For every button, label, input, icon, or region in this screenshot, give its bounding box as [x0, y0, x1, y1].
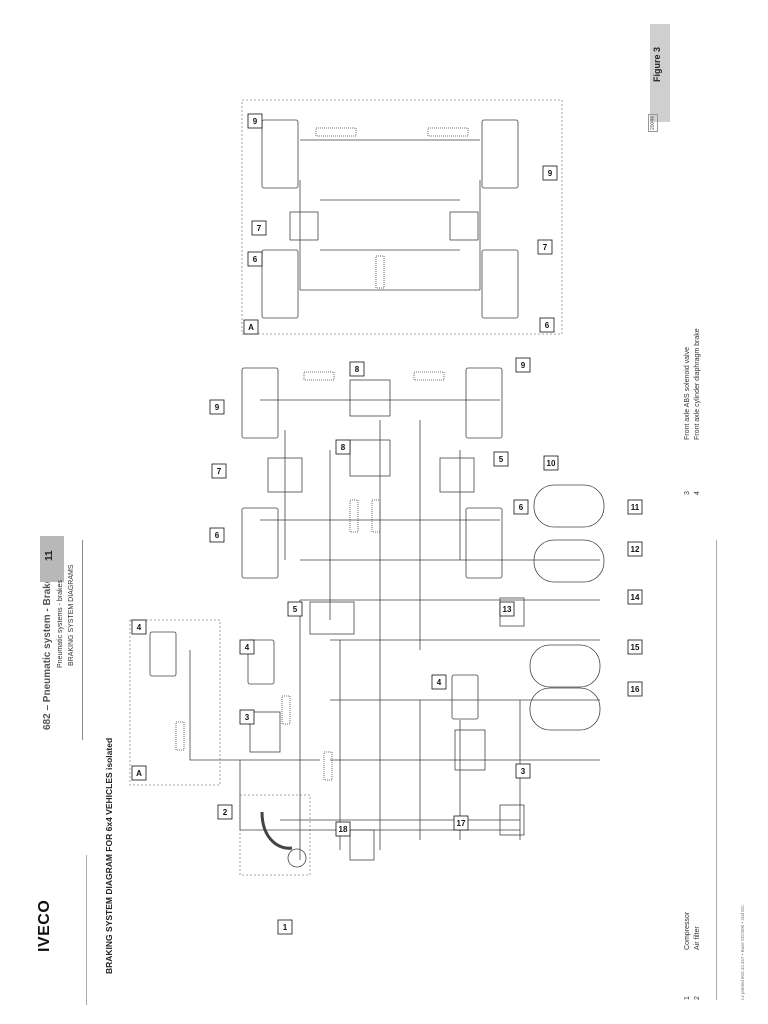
- svg-text:A: A: [136, 769, 142, 778]
- svg-text:A: A: [248, 323, 254, 332]
- svg-text:4: 4: [137, 623, 142, 632]
- svg-text:17: 17: [457, 819, 466, 828]
- legend-num-1: 1: [684, 996, 691, 1000]
- legend-num-4: 4: [694, 491, 701, 495]
- page-number-tab: [40, 536, 64, 582]
- footer-print-note: Lv printed 603.43.457 • Base 02/2005 • 2…: [740, 904, 745, 1000]
- svg-text:5: 5: [293, 605, 298, 614]
- compressor-frame: [239, 794, 311, 876]
- svg-text:3: 3: [245, 713, 250, 722]
- svg-text:7: 7: [217, 467, 222, 476]
- legend-text-1: Compressor: [684, 911, 691, 950]
- svg-text:4: 4: [245, 643, 250, 652]
- svg-text:9: 9: [215, 403, 220, 412]
- svg-text:6: 6: [519, 503, 524, 512]
- svg-text:16: 16: [631, 685, 640, 694]
- svg-text:15: 15: [631, 643, 640, 652]
- legend-divider-left: [86, 855, 87, 1005]
- svg-text:1: 1: [283, 923, 288, 932]
- svg-text:18: 18: [339, 825, 348, 834]
- svg-text:8: 8: [341, 443, 346, 452]
- legend-divider-right: [716, 540, 717, 1000]
- figure-tab: [650, 24, 670, 122]
- svg-text:6: 6: [545, 321, 550, 330]
- svg-text:12: 12: [631, 545, 640, 554]
- svg-text:6: 6: [215, 531, 220, 540]
- svg-text:3: 3: [521, 767, 526, 776]
- svg-text:5: 5: [499, 455, 504, 464]
- legend-text-4: Front axle cylinder diaphragm brake: [694, 328, 701, 440]
- svg-text:9: 9: [521, 361, 526, 370]
- inset-a-small-frame: [129, 619, 221, 786]
- svg-text:6: 6: [253, 255, 258, 264]
- heading-divider: [82, 540, 83, 740]
- svg-text:2: 2: [223, 808, 228, 817]
- svg-text:11: 11: [631, 503, 640, 512]
- svg-text:8: 8: [355, 365, 360, 374]
- legend-text-3: Front axle ABS solenoid valve: [684, 347, 691, 440]
- svg-text:4: 4: [437, 678, 442, 687]
- legend-num-3: 3: [684, 491, 691, 495]
- svg-text:14: 14: [631, 593, 640, 602]
- inset-a-frame: [241, 99, 563, 335]
- legend-text-2: Air filter: [694, 926, 701, 950]
- svg-text:7: 7: [543, 243, 548, 252]
- legend-num-2: 2: [694, 996, 701, 1000]
- svg-text:10: 10: [547, 459, 556, 468]
- svg-text:9: 9: [253, 117, 258, 126]
- svg-text:13: 13: [503, 605, 512, 614]
- svg-text:9: 9: [548, 169, 553, 178]
- svg-text:7: 7: [257, 224, 262, 233]
